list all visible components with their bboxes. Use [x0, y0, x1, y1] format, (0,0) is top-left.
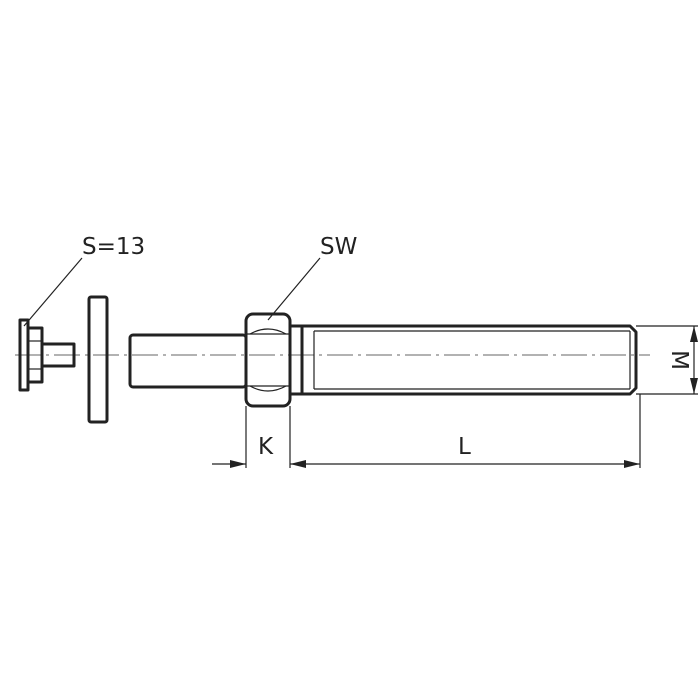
washer	[87, 295, 109, 424]
dimension-m	[636, 325, 698, 395]
washer-size-leader	[23, 257, 83, 327]
rod-collar	[288, 324, 304, 396]
washer-size-label: S=13	[82, 234, 145, 260]
flange-bolt	[18, 318, 76, 392]
dim-k-label: K	[258, 434, 274, 460]
threaded-section	[300, 324, 638, 396]
wrench-size-leader	[267, 257, 321, 321]
dim-l-label: L	[458, 434, 471, 460]
hex-nut	[244, 312, 292, 408]
wrench-size-label: SW	[320, 234, 357, 260]
rod-shank	[128, 333, 248, 389]
dim-m-label: M	[666, 350, 692, 370]
dimension-lines	[212, 394, 641, 468]
